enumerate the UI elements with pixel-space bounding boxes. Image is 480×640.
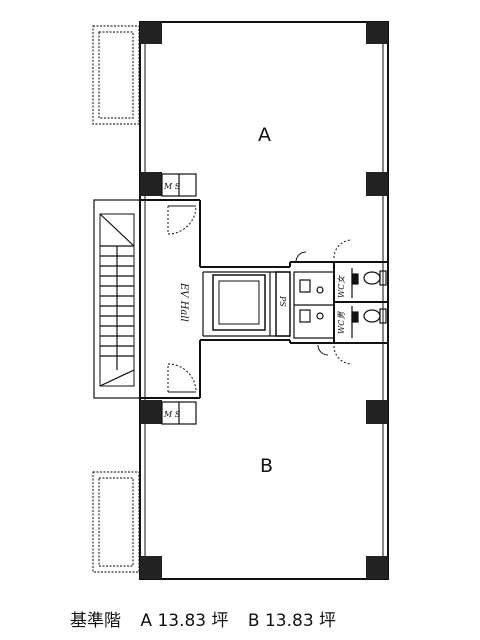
floor-plan: A B M S M S EV Hall PS WC女 WC男	[92, 21, 389, 580]
balcony-bottom	[92, 471, 140, 573]
ms-top-label: M S	[163, 182, 181, 191]
building-outline	[139, 21, 389, 580]
ps-shaft	[275, 271, 291, 337]
core-walls	[140, 199, 388, 399]
ev-hall-label: EV Hall	[178, 282, 189, 322]
balcony-top	[92, 25, 140, 125]
doors	[167, 205, 353, 393]
room-a-label: A	[258, 124, 271, 146]
toilet-area	[293, 262, 388, 343]
floor-type-label: 基準階	[70, 611, 121, 631]
area-b-label: B 13.83 坪	[247, 611, 337, 631]
area-a-label: A 13.83 坪	[140, 611, 229, 631]
staircase	[93, 199, 141, 399]
structural-columns	[140, 22, 388, 579]
wc-women-label: WC女	[337, 275, 346, 298]
ps-label: PS	[278, 295, 287, 307]
wc-men-label: WC男	[337, 311, 346, 334]
meter-space-top	[161, 173, 197, 197]
elevator	[212, 274, 266, 331]
ms-bottom-label: M S	[163, 410, 181, 419]
meter-space-bottom	[161, 401, 197, 425]
floor-caption: 基準階 A 13.83 坪 B 13.83 坪	[70, 606, 470, 631]
room-b-label: B	[260, 455, 273, 477]
